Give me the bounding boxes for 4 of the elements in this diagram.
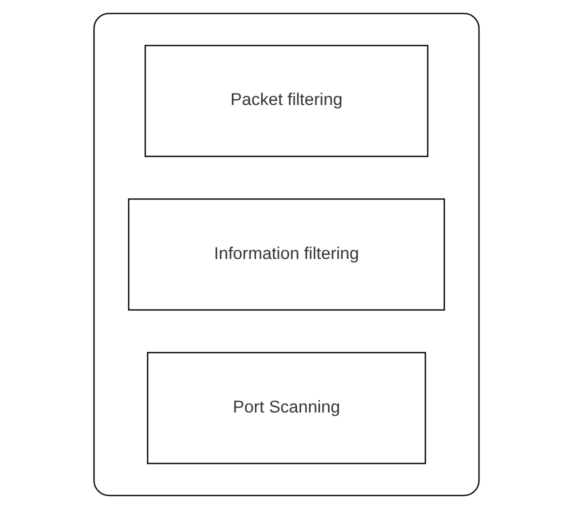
node-box: Packet filtering — [144, 44, 428, 158]
cluster — [93, 12, 480, 496]
node-box: Port Scanning — [146, 352, 426, 464]
node-box: Information filtering — [128, 198, 445, 311]
